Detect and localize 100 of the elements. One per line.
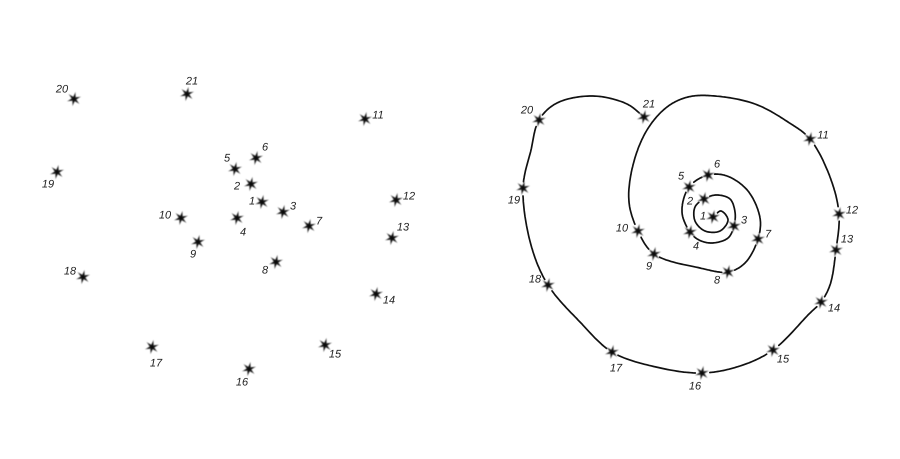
curve-line (640, 236, 650, 250)
curve-line (824, 256, 836, 298)
curve-line (522, 126, 537, 183)
star-icon (144, 339, 160, 355)
number-label: 2 (234, 182, 240, 192)
star-icon (384, 230, 400, 246)
number-label: 11 (817, 130, 829, 142)
star-icon (630, 223, 646, 239)
curve-line (617, 354, 696, 374)
curve-line (734, 244, 757, 271)
curve-line (681, 192, 688, 228)
number-label: 12 (402, 192, 416, 202)
number-label: 10 (158, 210, 172, 222)
number-label: 10 (616, 224, 628, 234)
curve-line (693, 231, 733, 244)
number-label: 1 (700, 212, 706, 222)
number-label: 8 (714, 276, 720, 286)
star-icon (700, 167, 716, 183)
number-label: 17 (610, 364, 622, 374)
star-icon (388, 192, 404, 208)
curve-line (692, 176, 703, 184)
number-label: 1 (248, 196, 256, 208)
star-icon (720, 264, 736, 280)
star-icon (696, 191, 712, 207)
star-icon (357, 111, 373, 127)
star-icon (540, 277, 556, 293)
star-icon (831, 206, 847, 222)
star-icon (268, 254, 284, 270)
number-label: 18 (528, 274, 542, 286)
star-icon (49, 164, 65, 180)
number-label: 7 (764, 230, 772, 240)
star-icon (66, 91, 82, 107)
curve-line (628, 94, 806, 226)
star-icon (275, 204, 291, 220)
number-label: 8 (262, 266, 268, 276)
number-label: 12 (846, 206, 858, 216)
number-label: 9 (190, 250, 196, 260)
star-icon (705, 209, 721, 225)
curve-line (692, 202, 729, 234)
number-label: 4 (240, 228, 246, 238)
star-icon (802, 131, 818, 147)
number-label: 21 (186, 76, 198, 88)
number-label: 17 (150, 358, 162, 370)
number-label: 16 (236, 378, 248, 388)
star-icon (646, 246, 662, 262)
star-icon (515, 180, 531, 196)
star-icon (368, 286, 384, 302)
star-icon (254, 194, 270, 210)
number-label: 18 (64, 266, 76, 278)
curve-line (551, 290, 608, 350)
star-icon (694, 365, 710, 381)
number-label: 6 (262, 142, 268, 154)
curve-line (542, 95, 640, 116)
curve-line (836, 220, 840, 244)
curve-line (814, 144, 839, 208)
number-label: 3 (740, 216, 748, 226)
star-icon (173, 210, 189, 226)
number-label: 20 (56, 84, 68, 96)
number-label: 13 (840, 234, 854, 246)
number-label: 21 (642, 100, 656, 110)
star-icon (813, 294, 829, 310)
number-label: 6 (714, 160, 720, 170)
number-label: 15 (328, 350, 342, 360)
star-icon (229, 210, 245, 226)
curve-line (714, 173, 762, 234)
star-icon (179, 86, 195, 102)
curve-line (778, 306, 818, 346)
number-label: 13 (396, 222, 410, 234)
number-label: 11 (372, 110, 384, 122)
star-icon (726, 218, 742, 234)
star-icon (682, 224, 698, 240)
number-label: 20 (520, 106, 534, 116)
star-icon (531, 112, 547, 128)
number-label: 16 (688, 382, 702, 392)
number-label: 3 (290, 202, 296, 212)
number-label: 5 (678, 172, 684, 182)
number-label: 19 (42, 180, 54, 190)
star-icon (301, 218, 317, 234)
star-icon (636, 109, 652, 125)
number-label: 19 (508, 196, 520, 206)
number-label: 14 (382, 296, 396, 306)
star-icon (227, 161, 243, 177)
number-label: 9 (646, 262, 652, 272)
star-icon (604, 344, 620, 360)
curve-line (709, 353, 768, 374)
number-label: 5 (224, 154, 230, 164)
star-icon (241, 361, 257, 377)
star-icon (243, 176, 259, 192)
number-label: 4 (692, 242, 700, 252)
star-icon (75, 269, 91, 285)
star-icon (190, 234, 206, 250)
star-icon (828, 242, 844, 258)
star-icon (248, 150, 264, 166)
curve-line (522, 195, 546, 280)
curve-line (658, 256, 723, 274)
curve-line (708, 194, 736, 221)
number-label: 2 (686, 196, 694, 208)
star-icon (681, 179, 697, 195)
number-label: 14 (828, 304, 840, 314)
number-label: 15 (776, 354, 790, 366)
